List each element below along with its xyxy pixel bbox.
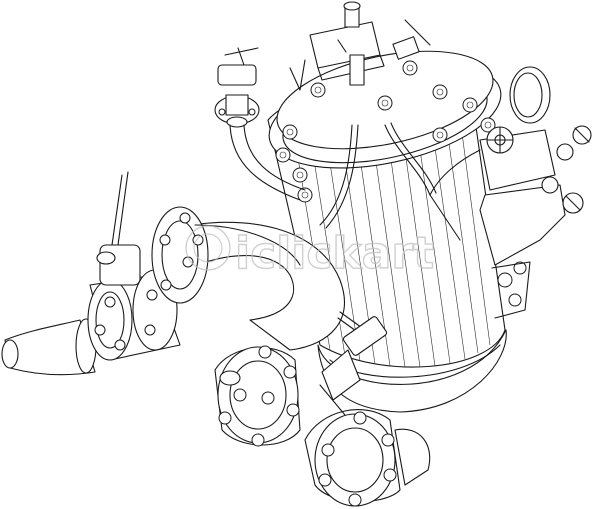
lower-flange-left [214, 345, 301, 447]
top-valve-assembly [309, 1, 431, 86]
left-upper-fitting [214, 47, 306, 201]
side-brackets [491, 261, 531, 319]
top-flange [268, 50, 502, 203]
inlet-pipe [1, 318, 97, 376]
lower-valve-stem [319, 311, 388, 416]
lower-flange-right [304, 409, 431, 507]
watermark-text: iclickart [235, 228, 434, 279]
watermark-logo: iclickart [185, 225, 435, 280]
tubing [319, 122, 461, 241]
right-instrument-cluster [429, 66, 592, 266]
